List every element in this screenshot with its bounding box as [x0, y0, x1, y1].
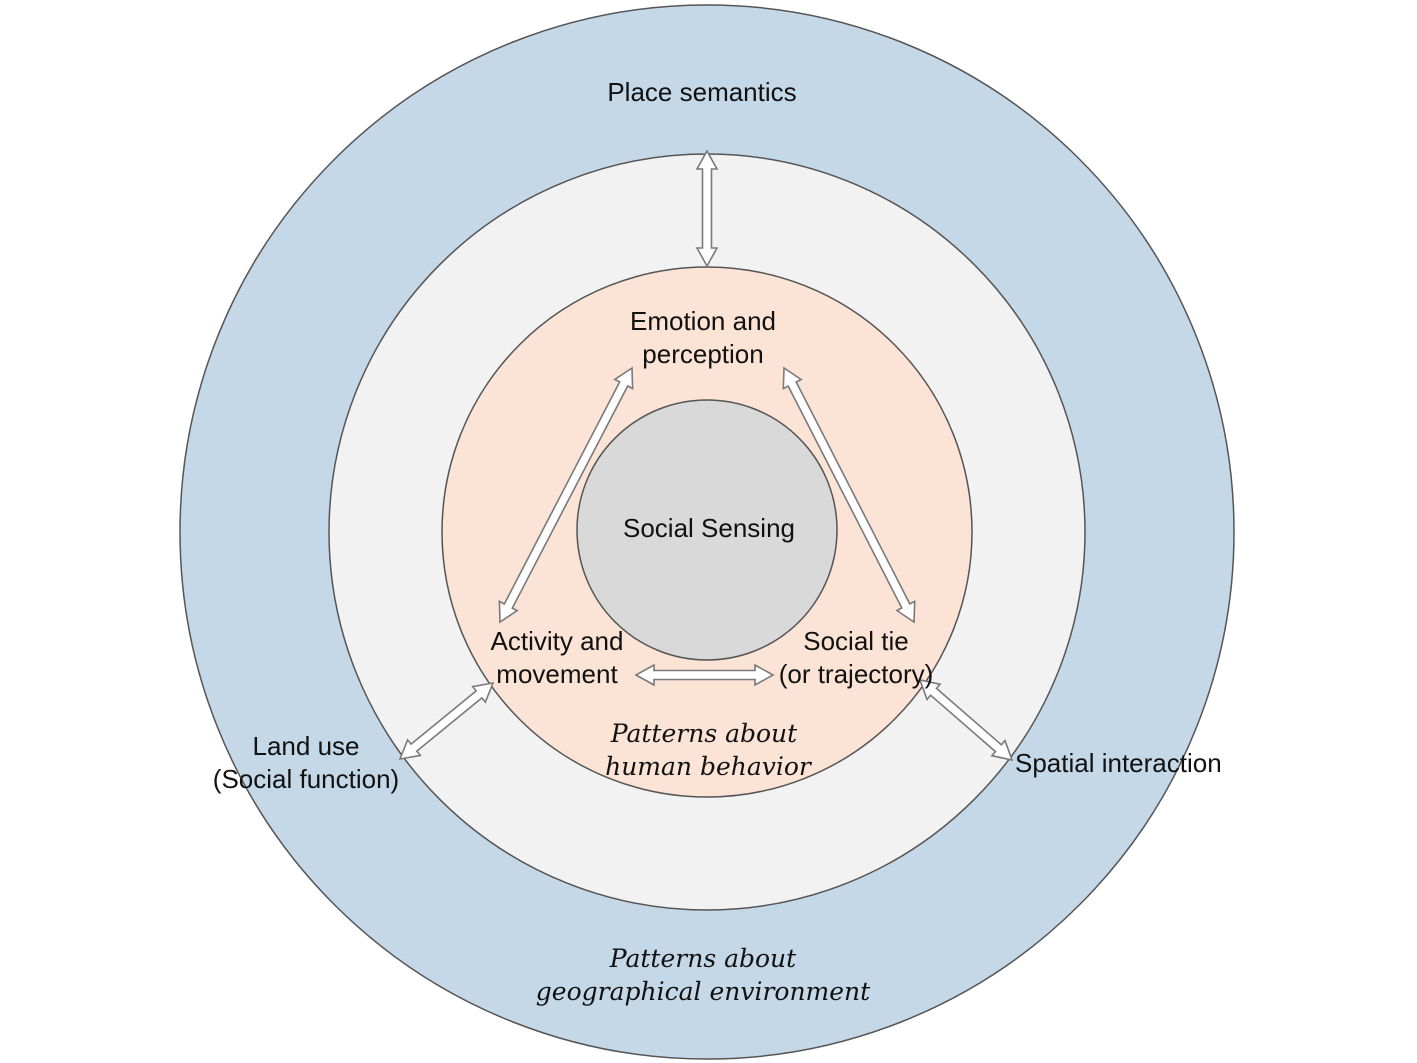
land-use-label-line1: Land use — [253, 731, 360, 761]
arrow-activity-to-land-use — [398, 681, 495, 761]
social-tie-node-line1: Social tie — [803, 626, 909, 656]
arrow-place-to-emotion — [695, 149, 719, 268]
activity-node-line1: Activity and — [491, 626, 624, 656]
land-use-label-line2: (Social function) — [213, 764, 399, 794]
emotion-node-line1: Emotion and — [630, 306, 776, 336]
arrow-emotion-to-social-tie — [782, 366, 916, 624]
social-tie-node-line2: (or trajectory) — [779, 659, 934, 689]
emotion-node-line2: perception — [642, 339, 763, 369]
place-semantics-label: Place semantics — [607, 77, 796, 107]
arrow-activity-to-social-tie — [634, 663, 775, 687]
activity-node-line2: movement — [496, 659, 618, 689]
outer-caption-line2: geographical environment — [536, 977, 871, 1006]
core-circle — [576, 399, 838, 661]
inner-caption-line1: Patterns about — [610, 719, 798, 748]
inner-caption-line2: human behavior — [605, 752, 813, 781]
spatial-interaction-label: Spatial interaction — [1015, 748, 1222, 778]
arrow-social-tie-to-spatial-interaction — [918, 678, 1014, 762]
outer-caption-line1: Patterns about — [609, 944, 797, 973]
arrow-emotion-to-activity — [498, 366, 634, 624]
core-label: Social Sensing — [623, 513, 795, 543]
